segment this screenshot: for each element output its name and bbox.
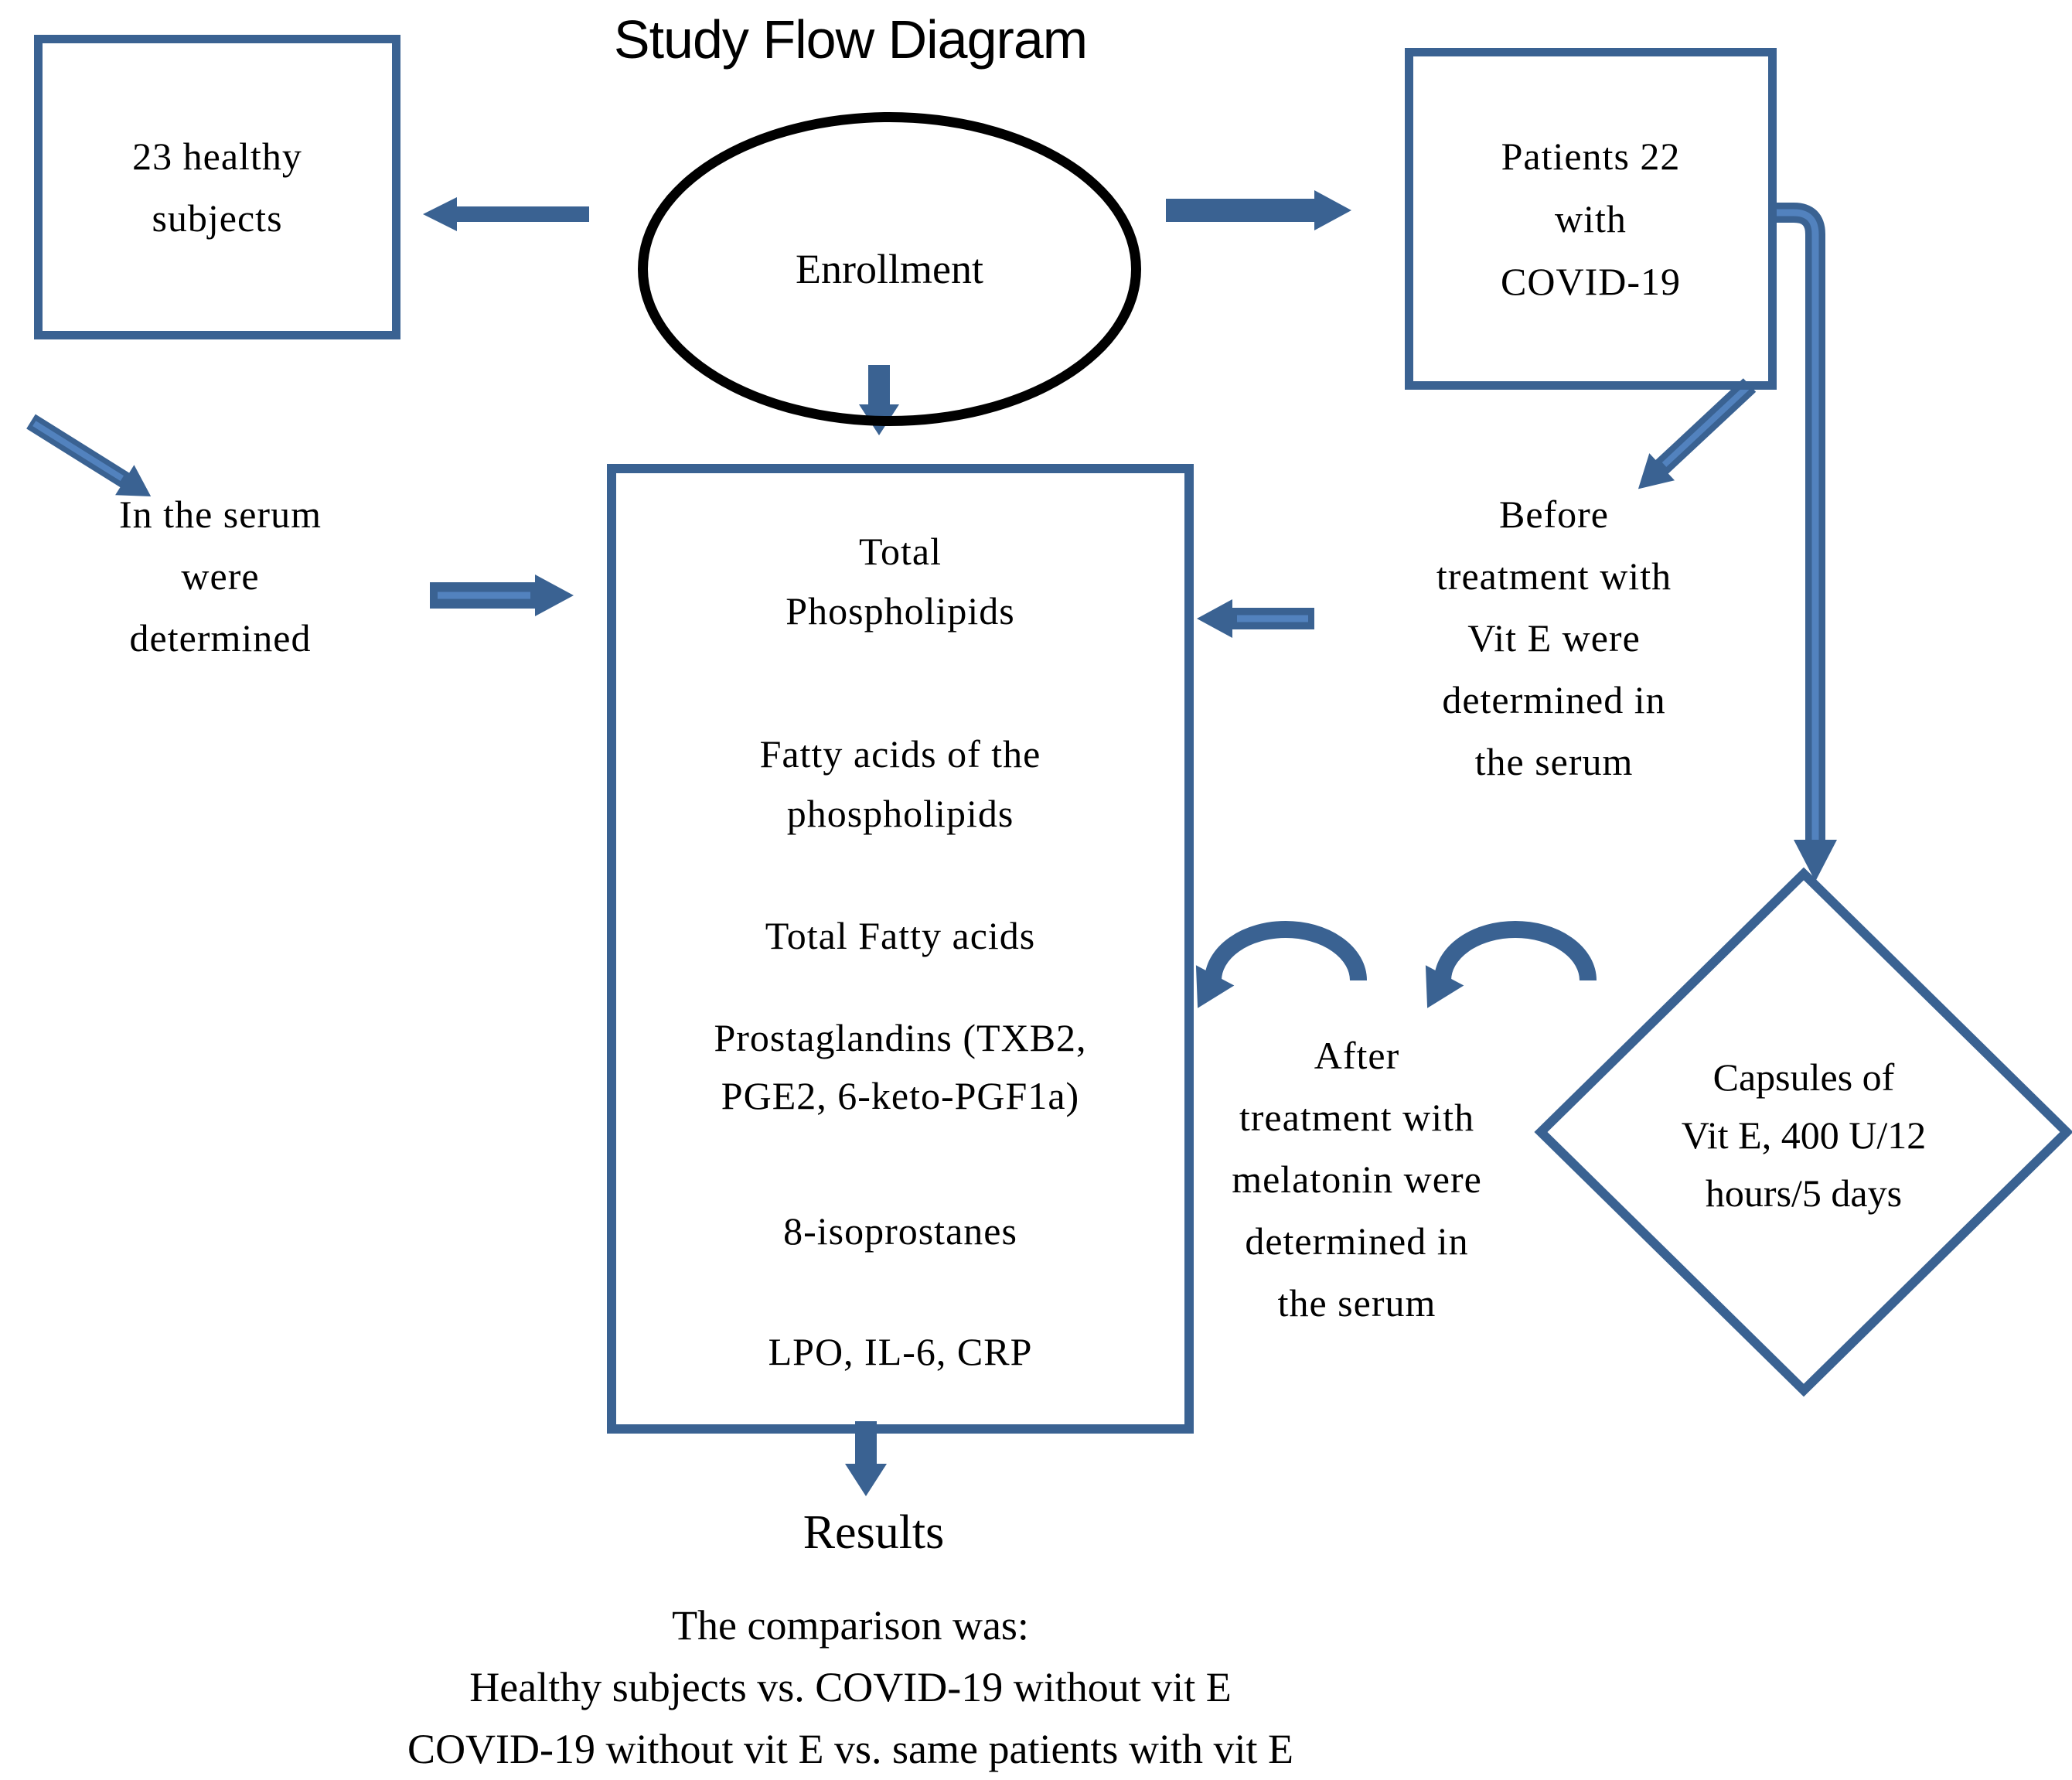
serum-determined-note: In the serum were determined — [119, 493, 322, 660]
arrow-patients-to-diamond-icon — [1773, 203, 1837, 881]
enrollment-ellipse: Enrollment — [638, 112, 1141, 426]
after-treatment-note: After treatment with melatonin were dete… — [1232, 1034, 1482, 1325]
healthy-subjects-label: 23 healthy subjects — [132, 135, 302, 240]
arrow-serumnote-to-centerbox-icon — [430, 575, 574, 616]
capsules-diamond-shape — [1534, 867, 2072, 1397]
healthy-subjects-box: 23 healthy subjects — [34, 35, 400, 339]
arrow-patients-to-beforenote-icon — [1637, 378, 1757, 489]
patients-covid-label: Patients 22 with COVID-19 — [1501, 134, 1681, 303]
patients-covid-box: Patients 22 with COVID-19 — [1405, 48, 1777, 390]
measurement-line: Total — [858, 530, 942, 573]
arrow-beforenote-to-centerbox-icon — [1197, 599, 1314, 638]
measurement-line: PGE2, 6-keto-PGF1a) — [721, 1074, 1080, 1117]
arrow-healthy-to-serumnote-icon — [26, 414, 152, 496]
measurement-line: LPO, IL-6, CRP — [768, 1330, 1033, 1373]
measurement-line: Prostaglandins (TXB2, — [714, 1016, 1087, 1059]
measurement-line: Total Fatty acids — [765, 914, 1036, 957]
arrow-arc-after-left-icon — [1195, 921, 1367, 1008]
arrow-enrollment-to-healthy-icon — [423, 197, 589, 231]
measurement-line: phospholipids — [786, 792, 1014, 835]
arrow-enrollment-to-patients-icon — [1166, 190, 1351, 230]
measurement-line: Fatty acids of the — [759, 732, 1041, 776]
before-treatment-note: Before treatment with Vit E were determi… — [1436, 493, 1672, 783]
measurement-line: Phospholipids — [786, 589, 1015, 633]
measurements-box: Total Phospholipids Fatty acids of the p… — [607, 464, 1194, 1434]
measurement-line: 8-isoprostanes — [783, 1209, 1017, 1253]
results-label: Results — [803, 1506, 945, 1559]
page-title: Study Flow Diagram — [613, 9, 1088, 70]
arrow-centerbox-to-results-icon — [845, 1421, 887, 1496]
arrow-arc-after-right-icon — [1425, 921, 1597, 1008]
comparison-note: The comparison was: Healthy subjects vs.… — [407, 1602, 1293, 1772]
enrollment-label: Enrollment — [796, 246, 983, 292]
capsules-diamond-label: Capsules of Vit E, 400 U/12 hours/5 days — [1681, 1055, 1927, 1215]
